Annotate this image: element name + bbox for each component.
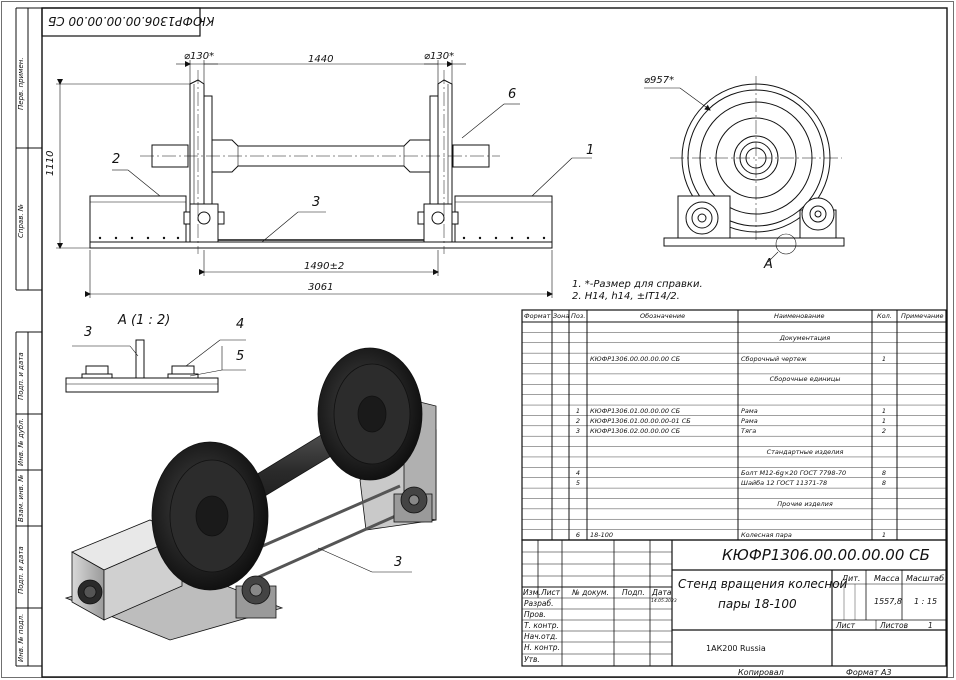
spec-cell-pos: 4: [575, 468, 581, 477]
note-1: 1. *-Размер для справки.: [572, 279, 703, 290]
tb-format: Формат А3: [846, 668, 892, 677]
dim-overall: 3061: [308, 282, 334, 293]
spec-cell-qty: 2: [881, 427, 887, 436]
tb-col-podp: Подп.: [622, 588, 645, 597]
tb-col-ndok: № докум.: [572, 588, 609, 597]
callout-2: 2: [112, 152, 121, 167]
callout-view-a: А: [764, 257, 773, 272]
detail-callout-5: 5: [236, 349, 245, 364]
callout-6: 6: [508, 87, 517, 102]
title-block-grid: [521, 539, 947, 667]
spec-cell-qty: 1: [881, 406, 887, 415]
spec-cell-code: 18-100: [590, 531, 614, 540]
tb-designation: КЮФР1306.00.00.00.00 СБ: [722, 546, 930, 564]
front-dimensions: [56, 60, 592, 298]
spec-cell-name: Рама: [741, 416, 758, 425]
side-label-perv-primen: Перв. примен.: [17, 57, 25, 110]
spec-header-code: Обозначение: [640, 312, 686, 320]
spec-cell-pos: 3: [575, 427, 581, 436]
tb-col-list: Лист: [541, 588, 561, 597]
tb-mass-value: 1557,8: [874, 597, 902, 606]
tb-col-izm: Изм.: [523, 588, 541, 597]
tb-mass-label: Масса: [874, 574, 900, 583]
spec-cell-name: Рама: [741, 406, 758, 415]
spec-cell-qty: 1: [881, 416, 887, 425]
dim-height: 1110: [45, 150, 56, 176]
isometric-view: [64, 347, 437, 641]
spec-cell-pos: 5: [575, 479, 581, 488]
iso-callout-3: 3: [394, 555, 403, 570]
spec-header-zone: Зона: [553, 312, 570, 320]
detail-callout-3: 3: [84, 325, 93, 340]
spec-header-name: Наименование: [774, 312, 825, 320]
spec-cell-name: Колесная пара: [741, 531, 792, 540]
spec-header-qty: Кол.: [877, 312, 892, 320]
tb-role-nkontr: Н. контр.: [524, 643, 560, 652]
dim-dia-right: ⌀130*: [424, 51, 455, 62]
spec-cell-qty: 8: [881, 468, 887, 477]
dim-inner: 1490±2: [304, 261, 345, 272]
front-view: [89, 70, 553, 254]
spec-table-grid: [521, 309, 947, 541]
top-code-box: КЮФР1306.00.00.00.00 СБ: [48, 14, 215, 28]
spec-cell-code: КЮФР1306.02.00.00.00 СБ: [590, 427, 681, 436]
tb-role-tkontr: Т. контр.: [524, 621, 559, 630]
side-label-sprav: Справ. №: [17, 203, 25, 238]
spec-cell-pos: 2: [575, 416, 581, 425]
dim-span-top: 1440: [308, 54, 334, 65]
spec-cell-code: КЮФР1306.01.00.00.00 СБ: [590, 406, 681, 415]
spec-header-note: Примечание: [901, 312, 944, 320]
side-label-inv-dubl: Инв. № дубл.: [17, 418, 25, 466]
spec-cell-code: КЮФР1306.01.00.00.00-01 СБ: [590, 416, 691, 425]
tb-col-data: Дата: [652, 588, 672, 597]
tb-name-line2: пары 18-100: [718, 597, 797, 611]
side-view: [644, 76, 845, 263]
spec-cell-name: Тяга: [741, 427, 757, 436]
tb-scale-label: Масштаб: [906, 574, 945, 583]
note-2: 2. H14, h14, ±IT14/2.: [572, 291, 680, 302]
side-label-podp-data-2: Подп. и дата: [17, 546, 25, 594]
tb-date-value: 14.05.2023: [651, 599, 677, 604]
callout-3: 3: [312, 195, 321, 210]
tb-role-utv: Утв.: [524, 655, 540, 664]
detail-view: [65, 339, 246, 393]
tb-lit-label: Лит.: [842, 574, 861, 583]
tb-sheets-label: Листов: [880, 621, 909, 630]
spec-cell-pos: 1: [575, 406, 581, 415]
detail-title: А (1 : 2): [118, 313, 171, 328]
spec-cell-section: Сборочные единицы: [769, 375, 841, 384]
tb-scale-value: 1 : 15: [914, 597, 938, 606]
tb-role-prov: Пров.: [524, 610, 546, 619]
side-label-vzam-inv: Взам. инв. №: [17, 474, 25, 522]
tb-copied: Копировал: [738, 668, 784, 677]
callout-1: 1: [586, 143, 595, 158]
side-label-podp-data-1: Подп. и дата: [17, 352, 25, 400]
spec-cell-section: Стандартные изделия: [766, 448, 844, 457]
spec-cell-code: КЮФР1306.00.00.00.00 СБ: [590, 354, 681, 363]
side-label-inv-podl: Инв. № подл.: [17, 613, 25, 662]
spec-cell-section: Документация: [779, 333, 831, 342]
tb-name-line1: Стенд вращения колесной: [678, 577, 848, 591]
spec-cell-name: Шайба 12 ГОСТ 11371-78: [741, 479, 828, 488]
spec-cell-pos: 6: [575, 531, 581, 540]
spec-cell-section: Прочие изделия: [777, 499, 833, 508]
detail-callout-4: 4: [236, 317, 245, 332]
spec-header-pos: Поз.: [571, 312, 586, 320]
spec-header-format: Формат: [524, 312, 551, 320]
tb-role-razrab: Разраб.: [524, 599, 554, 608]
tb-material: 1АК200 Russia: [706, 644, 766, 653]
tb-sheets-value: 1: [928, 621, 933, 630]
spec-cell-name: Болт М12-6g×20 ГОСТ 7798-70: [741, 468, 847, 477]
tb-role-nachotd: Нач.отд.: [524, 632, 558, 641]
spec-cell-qty: 1: [881, 531, 887, 540]
spec-cell-name: Сборочный чертеж: [741, 354, 807, 363]
tb-sheet-label: Лист: [836, 621, 856, 630]
dim-dia-left: ⌀130*: [184, 51, 215, 62]
spec-cell-qty: 1: [881, 354, 887, 363]
spec-cell-qty: 8: [881, 479, 887, 488]
dim-wheel-dia: ⌀957*: [644, 75, 675, 86]
